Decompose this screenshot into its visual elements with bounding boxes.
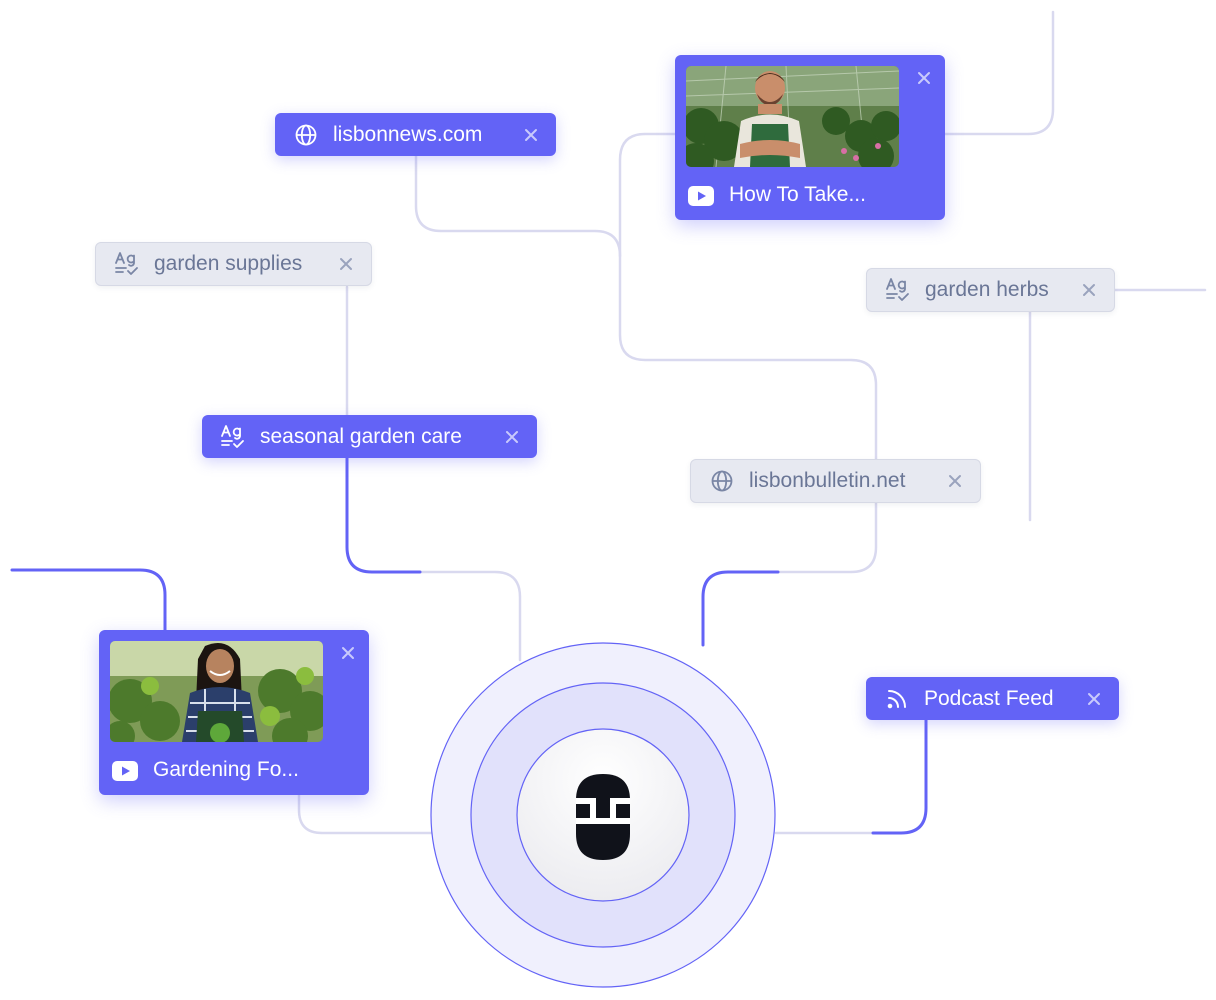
connector-lisbonnews-down — [414, 154, 878, 464]
youtube-icon — [688, 186, 714, 206]
youtube-icon — [112, 761, 138, 781]
close-icon[interactable] — [337, 642, 359, 664]
close-icon[interactable] — [913, 67, 935, 89]
source-chip-label: garden supplies — [154, 252, 303, 275]
connector-lisbonbulletin-down — [776, 501, 878, 574]
source-chip-label: seasonal garden care — [260, 424, 462, 448]
source-chip-seasonal-garden-care[interactable]: seasonal garden care — [202, 415, 537, 458]
rss-icon — [884, 686, 910, 712]
source-chip-lisbonnews[interactable]: lisbonnews.com — [275, 113, 556, 156]
globe-icon — [709, 468, 735, 494]
hub[interactable] — [430, 642, 776, 988]
remove-icon[interactable] — [944, 470, 966, 492]
connector-video2-hub — [297, 793, 434, 835]
microphone-icon — [576, 774, 630, 860]
video-thumbnail — [110, 641, 323, 742]
video-card-gardening[interactable]: Gardening Fo... — [99, 630, 369, 795]
source-chip-garden-herbs[interactable]: garden herbs — [866, 268, 1115, 312]
connector-video1-branch — [618, 132, 678, 258]
text-spellcheck-icon — [114, 251, 140, 277]
globe-icon — [293, 122, 319, 148]
remove-icon[interactable] — [335, 253, 357, 275]
video-card-how-to-take[interactable]: How To Take... — [675, 55, 945, 220]
connector-seasonal-hub — [418, 570, 522, 662]
source-chip-label: Podcast Feed — [924, 686, 1054, 710]
text-spellcheck-icon — [220, 424, 246, 450]
video-thumbnail — [686, 66, 899, 167]
source-chip-garden-supplies[interactable]: garden supplies — [95, 242, 372, 286]
remove-icon[interactable] — [1078, 279, 1100, 301]
source-chip-label: lisbonbulletin.net — [749, 469, 906, 492]
remove-icon[interactable] — [520, 124, 542, 146]
remove-icon[interactable] — [501, 426, 523, 448]
video-title: How To Take... — [729, 183, 866, 206]
source-chip-label: lisbonnews.com — [333, 122, 483, 146]
remove-icon[interactable] — [1083, 688, 1105, 710]
source-chip-label: garden herbs — [925, 278, 1049, 301]
source-chip-podcast-feed[interactable]: Podcast Feed — [866, 677, 1119, 720]
text-spellcheck-icon — [885, 277, 911, 303]
source-chip-lisbonbulletin[interactable]: lisbonbulletin.net — [690, 459, 981, 503]
video-title: Gardening Fo... — [153, 758, 299, 781]
